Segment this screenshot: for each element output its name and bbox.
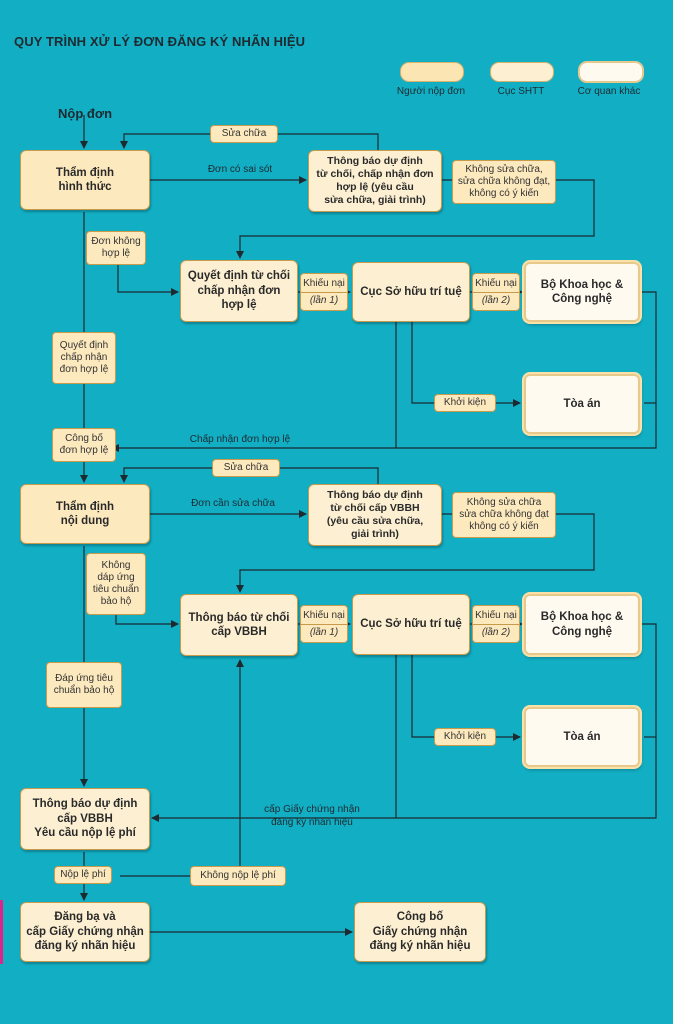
tag-appeal-4-bottom: (lần 2) bbox=[481, 626, 511, 638]
tag-appeal-3-top: Khiếu nại bbox=[301, 608, 347, 625]
box-most-1: Bộ Khoa học & Công nghệ bbox=[524, 262, 640, 322]
tag-fee-paid: Nộp lệ phí bbox=[54, 866, 112, 884]
page-title: QUY TRÌNH XỬ LÝ ĐƠN ĐĂNG KÝ NHÃN HIỆU bbox=[14, 34, 306, 49]
box-notice-grant-fee: Thông báo dự định cấp VBBH Yêu cầu nộp l… bbox=[20, 788, 150, 850]
tag-appeal-3-bottom: (lần 1) bbox=[309, 626, 339, 638]
tag-appeal-1: Khiếu nại (lần 1) bbox=[300, 273, 348, 311]
box-court-1: Tòa án bbox=[524, 374, 640, 434]
flow-text-accept-valid: Chấp nhận đơn hợp lệ bbox=[189, 434, 291, 445]
box-substantive-exam: Thẩm định nội dung bbox=[20, 484, 150, 544]
legend-label-other-agency: Cơ quan khác bbox=[577, 86, 641, 97]
legend-swatch-other-agency bbox=[578, 61, 644, 83]
tag-no-amend-2: Không sửa chữa sửa chữa không đạt không … bbox=[452, 492, 556, 538]
accent-bar bbox=[0, 900, 3, 964]
tag-appeal-1-bottom: (lần 1) bbox=[309, 294, 339, 306]
box-ip-office-1: Cục Sở hữu trí tuệ bbox=[352, 262, 470, 322]
flow-text-app-has-errors: Đơn có sai sót bbox=[207, 164, 273, 175]
tag-appeal-4-top: Khiếu nại bbox=[473, 608, 519, 625]
tag-appeal-2: Khiếu nại (lần 2) bbox=[472, 273, 520, 311]
tag-lawsuit-2: Khởi kiện bbox=[434, 728, 496, 746]
tag-amend-2: Sửa chữa bbox=[212, 459, 280, 477]
flow-text-issue-cert: cấp Giấy chứng nhận đăng ký nhãn hiệu bbox=[264, 804, 360, 828]
box-notice-refuse-grant: Thông báo dự định từ chối cấp VBBH (yêu … bbox=[308, 484, 442, 546]
tag-appeal-3: Khiếu nại (lần 1) bbox=[300, 605, 348, 643]
tag-amend-1: Sửa chữa bbox=[210, 125, 278, 143]
box-formal-exam: Thẩm định hình thức bbox=[20, 150, 150, 210]
tag-publish-app: Công bố đơn hợp lệ bbox=[52, 428, 116, 462]
tag-appeal-2-top: Khiếu nại bbox=[473, 276, 519, 293]
box-ip-office-2: Cục Sở hữu trí tuệ bbox=[352, 594, 470, 655]
tag-decision-accept: Quyết định chấp nhận đơn hợp lệ bbox=[52, 332, 116, 384]
tag-appeal-4: Khiếu nại (lần 2) bbox=[472, 605, 520, 643]
legend-swatch-ip-office bbox=[490, 62, 554, 82]
box-notice-refuse-accept: Thông báo dự định từ chối, chấp nhận đơn… bbox=[308, 150, 442, 212]
legend-label-ip-office: Cục SHTT bbox=[497, 86, 545, 97]
box-court-2: Tòa án bbox=[524, 707, 640, 767]
box-most-2: Bộ Khoa học & Công nghệ bbox=[524, 594, 640, 655]
tag-fee-unpaid: Không nộp lệ phí bbox=[190, 866, 286, 886]
legend-label-applicant: Người nộp đơn bbox=[396, 86, 466, 97]
start-label: Nộp đơn bbox=[58, 106, 113, 121]
tag-not-meet-standard: Không dáp ứng tiêu chuẩn bảo hộ bbox=[86, 553, 146, 615]
tag-appeal-1-top: Khiếu nại bbox=[301, 276, 347, 293]
box-register-issue: Đăng bạ và cấp Giấy chứng nhận đăng ký n… bbox=[20, 902, 150, 962]
tag-appeal-2-bottom: (lần 2) bbox=[481, 294, 511, 306]
flow-text-app-needs-fix: Đơn cần sửa chữa bbox=[191, 498, 275, 509]
box-decision-refuse-accept: Quyết định từ chối chấp nhận đơn hợp lệ bbox=[180, 260, 298, 322]
tag-no-amend-1: Không sửa chữa, sửa chữa không đạt, khôn… bbox=[452, 160, 556, 204]
tag-invalid-app: Đơn không hợp lệ bbox=[86, 231, 146, 265]
tag-meets-standard: Đáp ứng tiêu chuẩn bảo hộ bbox=[46, 662, 122, 708]
box-notice-refuse-vbbh: Thông báo từ chối cấp VBBH bbox=[180, 594, 298, 656]
tag-lawsuit-1: Khởi kiện bbox=[434, 394, 496, 412]
legend-swatch-applicant bbox=[400, 62, 464, 82]
box-publish-cert: Công bố Giấy chứng nhận đăng ký nhãn hiệ… bbox=[354, 902, 486, 962]
